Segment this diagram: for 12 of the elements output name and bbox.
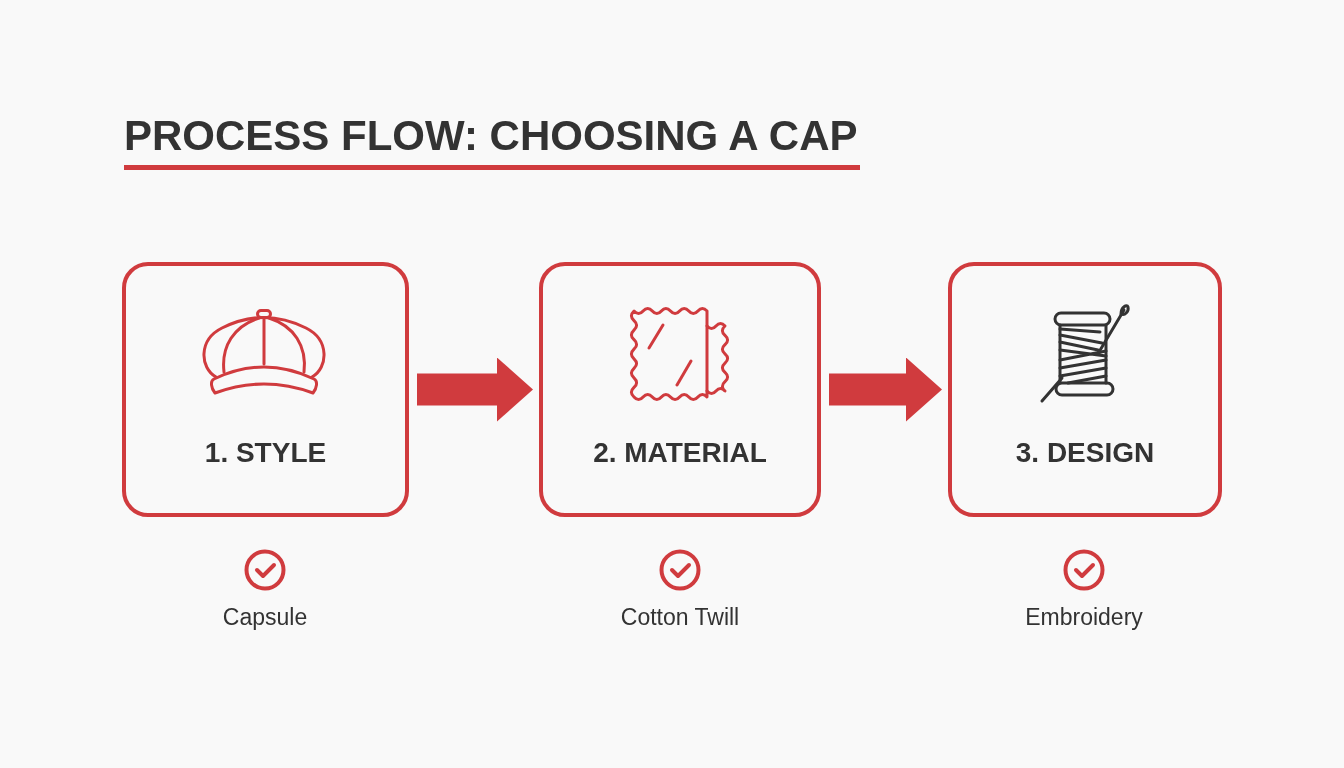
block-arrow <box>417 357 533 422</box>
choice-label: Embroidery <box>1025 603 1143 631</box>
diagram-title: PROCESS FLOW: CHOOSING A CAP <box>124 112 858 160</box>
step-card <box>539 262 821 517</box>
step-title: 3. DESIGN <box>1015 436 1155 470</box>
step-title: 2. MATERIAL <box>593 436 767 470</box>
choice-label: Capsule <box>222 603 308 631</box>
step-card <box>122 262 409 517</box>
choice-label: Cotton Twill <box>620 603 740 631</box>
step-title: 1. STYLE <box>204 436 327 470</box>
step-card <box>948 262 1222 517</box>
block-arrow <box>829 357 942 422</box>
